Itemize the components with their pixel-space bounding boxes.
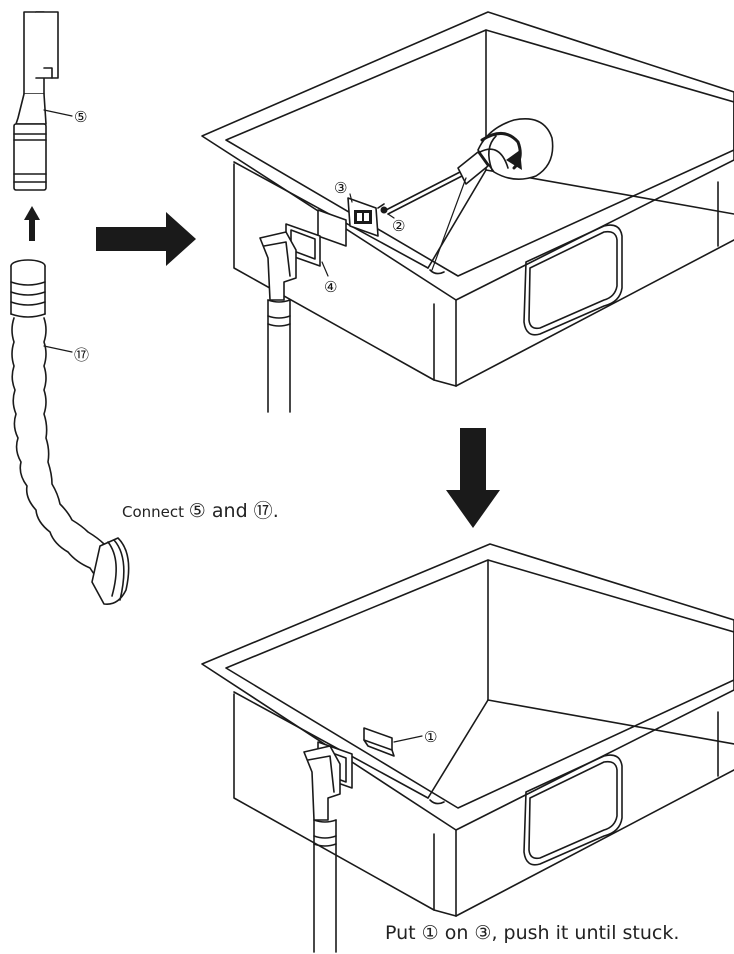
caption-connect-end: . xyxy=(272,500,279,522)
sink-bottom xyxy=(201,543,734,953)
down-arrow xyxy=(446,428,500,528)
caption-connect: Connect ⑤ and ⑰. xyxy=(122,496,279,523)
caption-connect-part17: ⑰ xyxy=(253,500,273,522)
callout-part4: ④ xyxy=(324,278,337,296)
callout-part3: ③ xyxy=(334,179,347,197)
flexible-hose-part17 xyxy=(10,259,130,606)
caption-connect-part5: ⑤ xyxy=(188,500,206,522)
callout-part17: ⑰ xyxy=(74,346,89,364)
overflow-connector-part5 xyxy=(13,11,73,191)
callout-part5: ⑤ xyxy=(74,108,87,126)
caption-connect-prefix: Connect xyxy=(122,503,189,521)
sink-top xyxy=(201,11,734,413)
caption-put: Put ① on ③, push it until stuck. xyxy=(385,922,680,944)
callout-part1: ① xyxy=(424,728,437,746)
right-arrow xyxy=(96,212,196,266)
callout-part2: ② xyxy=(392,217,405,235)
caption-connect-and: and xyxy=(205,500,254,522)
up-arrow xyxy=(24,206,40,241)
